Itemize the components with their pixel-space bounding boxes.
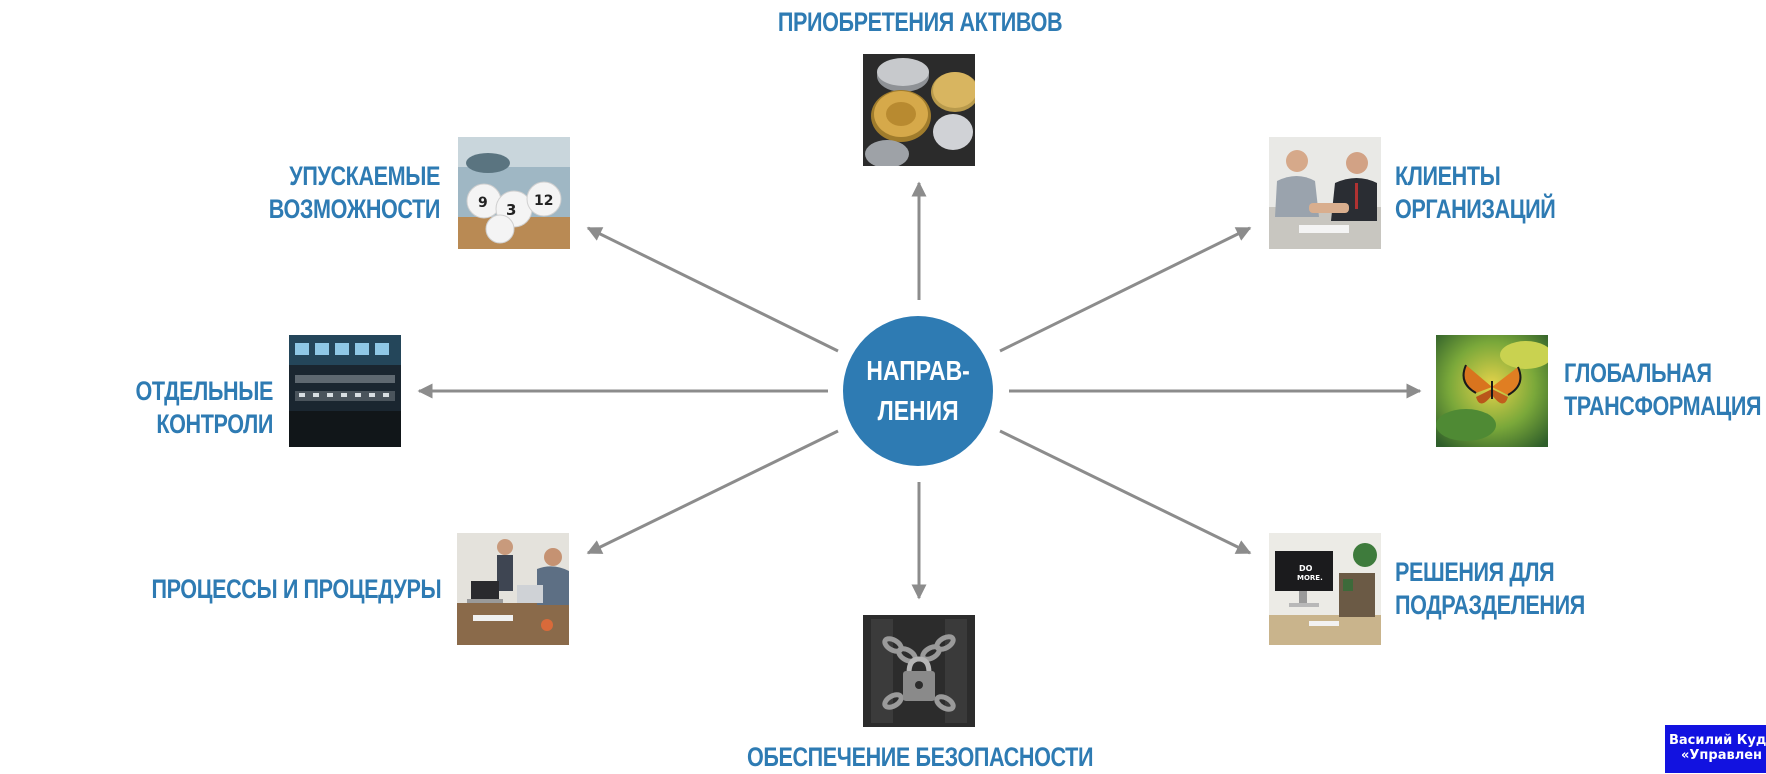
node-label-processes: ПРОЦЕССЫ И ПРОЦЕДУРЫ — [151, 574, 441, 604]
node-label-assets: ПРИОБРЕТЕНИЯ АКТИВОВ — [777, 7, 1063, 37]
center-label: НАПРАВ- ЛЕНИЯ — [866, 355, 970, 426]
svg-text:12: 12 — [534, 193, 553, 209]
arrow-bottom-right — [999, 429, 1252, 555]
node-label-global: ГЛОБАЛЬНАЯ ТРАНСФОРМАЦИЯ — [1564, 358, 1762, 421]
node-label-controls: ОТДЕЛЬНЫЕ КОНТРОЛИ — [135, 376, 274, 439]
butterfly-photo — [1436, 335, 1548, 447]
node-label-security: ОБЕСПЕЧЕНИЕ БЕЗОПАСНОСТИ — [746, 742, 1094, 772]
node-label-solutions: РЕШЕНИЯ ДЛЯ ПОДРАЗДЕЛЕНИЯ — [1395, 557, 1585, 620]
badge-line-2: «Управлен — [1681, 748, 1763, 763]
workspace-monitor-photo: DO MORE. — [1269, 533, 1381, 645]
svg-text:3: 3 — [506, 201, 516, 219]
padlock-chain-photo — [863, 615, 975, 727]
control-room-photo — [289, 335, 401, 447]
badge-line-1: Василий Куд — [1669, 733, 1766, 748]
svg-text:DO: DO — [1299, 564, 1313, 573]
node-label-clients: КЛИЕНТЫ ОРГАНИЗАЦИЙ — [1395, 161, 1556, 224]
coins-photo — [863, 54, 975, 166]
handshake-photo — [1269, 137, 1381, 249]
node-label-opportunities: УПУСКАЕМЫЕ ВОЗМОЖНОСТИ — [268, 161, 441, 224]
author-badge: Василий Куд «Управлен — [1665, 725, 1766, 773]
svg-text:MORE.: MORE. — [1297, 574, 1323, 582]
svg-text:9: 9 — [478, 195, 488, 211]
lottery-balls-photo: 9 3 12 — [458, 137, 570, 249]
arrow-top-left — [586, 226, 839, 353]
arrow-top-right — [999, 226, 1252, 353]
meeting-photo — [457, 533, 569, 645]
center-node: НАПРАВ- ЛЕНИЯ — [843, 316, 993, 466]
arrow-bottom-left — [586, 429, 839, 555]
